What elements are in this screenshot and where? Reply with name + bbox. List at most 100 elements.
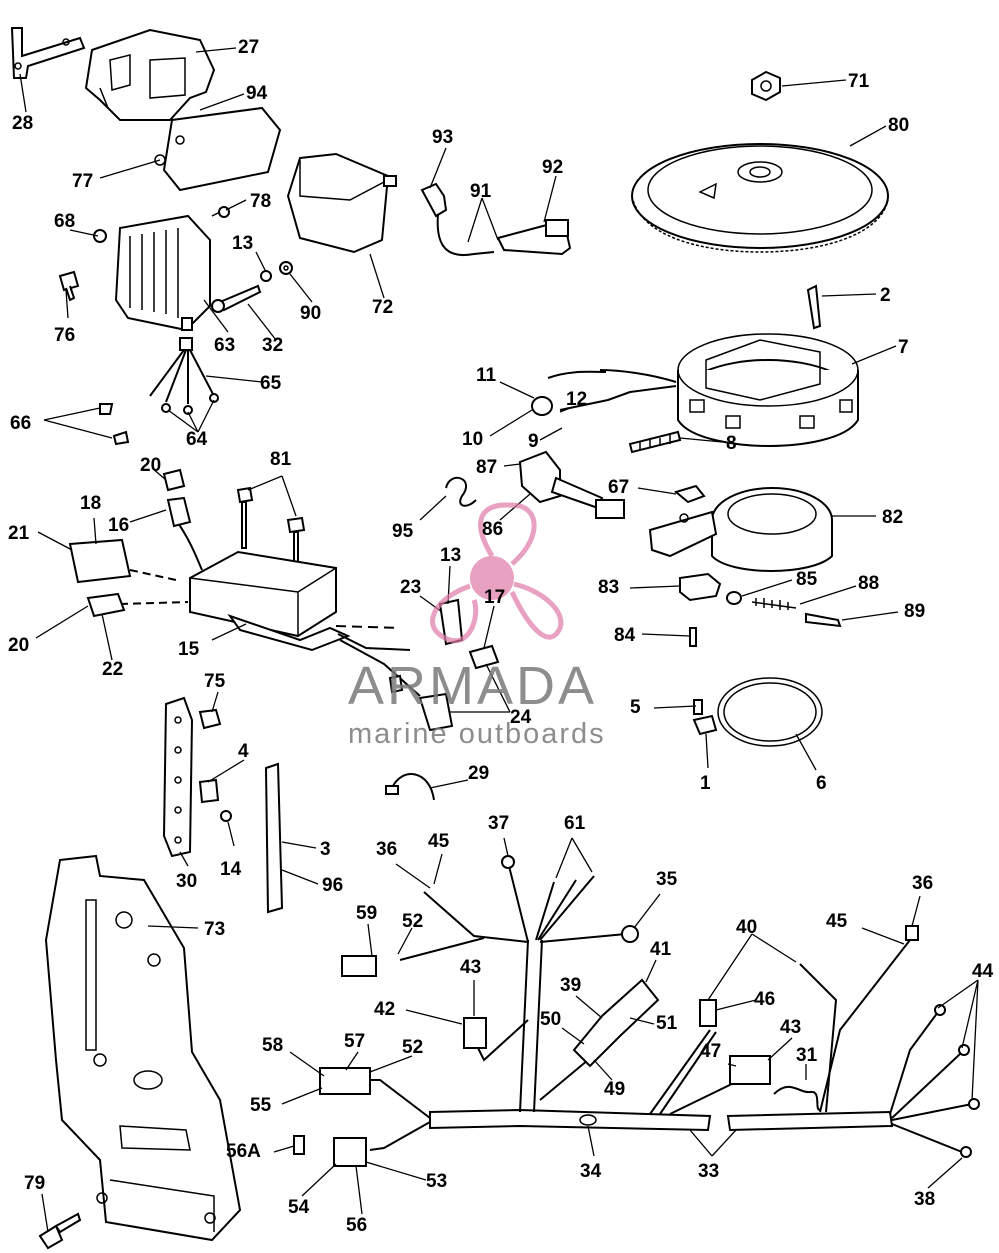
callout-95: 95 bbox=[392, 521, 414, 542]
callout-86: 86 bbox=[482, 519, 504, 540]
harness-connectors bbox=[293, 855, 980, 1167]
callout-59: 59 bbox=[356, 903, 378, 924]
callout-84: 84 bbox=[614, 625, 636, 646]
wire-31 bbox=[773, 1085, 821, 1111]
stator-7 bbox=[677, 333, 859, 448]
trigger-83 bbox=[679, 572, 722, 602]
spark-plug-lead-93 bbox=[420, 182, 495, 257]
callout-38: 38 bbox=[914, 1189, 936, 1210]
callout-30: 30 bbox=[176, 871, 198, 892]
callout-56: 56 bbox=[346, 1215, 368, 1236]
callout-45-right: 45 bbox=[826, 911, 848, 932]
ignition-plate-27 bbox=[84, 28, 216, 121]
callout-90: 90 bbox=[300, 303, 322, 324]
callout-14: 14 bbox=[220, 859, 242, 880]
screw-78 bbox=[211, 206, 230, 218]
callout-7: 7 bbox=[898, 337, 909, 358]
callout-75: 75 bbox=[204, 671, 226, 692]
callout-23: 23 bbox=[400, 577, 422, 598]
callout-12: 12 bbox=[566, 389, 588, 410]
callout-50: 50 bbox=[540, 1009, 562, 1030]
callout-36-right: 36 bbox=[912, 873, 934, 894]
stator-leads bbox=[547, 369, 677, 411]
callout-13-mid: 13 bbox=[440, 545, 462, 566]
terminal-66 bbox=[99, 403, 130, 446]
washer-85 bbox=[726, 591, 742, 605]
callout-63: 63 bbox=[214, 335, 236, 356]
callout-49: 49 bbox=[604, 1079, 626, 1100]
watermark-propeller-logo bbox=[430, 502, 564, 644]
callout-65: 65 bbox=[260, 373, 282, 394]
spring-8 bbox=[628, 430, 682, 454]
callout-94: 94 bbox=[246, 83, 268, 104]
callout-44: 44 bbox=[972, 961, 994, 982]
screw-75 bbox=[198, 708, 222, 730]
power-pack-15 bbox=[189, 550, 351, 652]
callout-81: 81 bbox=[270, 449, 292, 470]
retainer-67 bbox=[673, 484, 706, 504]
callout-77: 77 bbox=[72, 171, 94, 192]
connector-20-22 bbox=[86, 592, 126, 618]
callout-4: 4 bbox=[238, 741, 249, 762]
spring-88 bbox=[751, 598, 797, 610]
callout-57: 57 bbox=[344, 1031, 366, 1052]
callout-9: 9 bbox=[528, 431, 539, 452]
wiring-harness-33-34 bbox=[366, 861, 973, 1153]
callout-37: 37 bbox=[488, 813, 510, 834]
callout-6: 6 bbox=[816, 773, 827, 794]
strip-3-96 bbox=[264, 762, 284, 914]
callout-28: 28 bbox=[12, 113, 34, 134]
callout-17: 17 bbox=[484, 587, 506, 608]
terminal-block-30 bbox=[162, 696, 194, 858]
callout-52-top: 52 bbox=[402, 911, 424, 932]
spring-clip-95 bbox=[445, 477, 477, 507]
callout-45-left: 45 bbox=[428, 831, 450, 852]
washer-90 bbox=[279, 261, 293, 275]
callout-61: 61 bbox=[564, 813, 586, 834]
callout-32: 32 bbox=[262, 335, 284, 356]
connectors-24 bbox=[388, 674, 454, 732]
screw-84 bbox=[689, 627, 697, 647]
mounting-plate-73 bbox=[44, 854, 242, 1242]
callout-43-left: 43 bbox=[460, 957, 482, 978]
connector-20-top bbox=[162, 468, 192, 528]
screw-79 bbox=[38, 1212, 82, 1250]
screw-89 bbox=[805, 612, 842, 628]
rectifier-leads-65 bbox=[149, 337, 215, 404]
callout-47: 47 bbox=[700, 1041, 722, 1062]
callout-56A: 56A bbox=[226, 1141, 261, 1162]
connector-87 bbox=[518, 450, 625, 519]
rectifier-63 bbox=[114, 214, 211, 332]
watermark-subtitle: marine outboards bbox=[348, 718, 606, 750]
callout-40: 40 bbox=[736, 917, 758, 938]
callout-67: 67 bbox=[608, 477, 630, 498]
callout-20-bottom: 20 bbox=[8, 635, 30, 656]
callout-80: 80 bbox=[888, 115, 910, 136]
clip-4 bbox=[198, 778, 220, 804]
mounting-bracket-28 bbox=[10, 27, 86, 79]
callout-64: 64 bbox=[186, 429, 208, 450]
callout-51: 51 bbox=[656, 1013, 678, 1034]
callout-41: 41 bbox=[650, 939, 672, 960]
callout-2: 2 bbox=[880, 285, 891, 306]
nut-68 bbox=[93, 229, 107, 243]
callout-21: 21 bbox=[8, 523, 30, 544]
flywheel-nut-71 bbox=[751, 70, 781, 102]
callout-3: 3 bbox=[320, 839, 331, 860]
clip-1 bbox=[692, 699, 718, 736]
washer-13-top bbox=[260, 270, 272, 282]
ignition-coil-72 bbox=[286, 152, 397, 254]
callout-71: 71 bbox=[848, 71, 870, 92]
callout-27: 27 bbox=[238, 37, 260, 58]
leader-lines bbox=[19, 47, 979, 1233]
callout-46: 46 bbox=[754, 989, 776, 1010]
callout-11: 11 bbox=[476, 365, 497, 386]
callout-31: 31 bbox=[796, 1045, 818, 1066]
callout-39: 39 bbox=[560, 975, 582, 996]
callout-34: 34 bbox=[580, 1161, 602, 1182]
wire-strap-29 bbox=[385, 773, 435, 801]
connector-10-11 bbox=[531, 396, 553, 416]
callout-24: 24 bbox=[510, 707, 532, 728]
callout-15: 15 bbox=[178, 639, 200, 660]
